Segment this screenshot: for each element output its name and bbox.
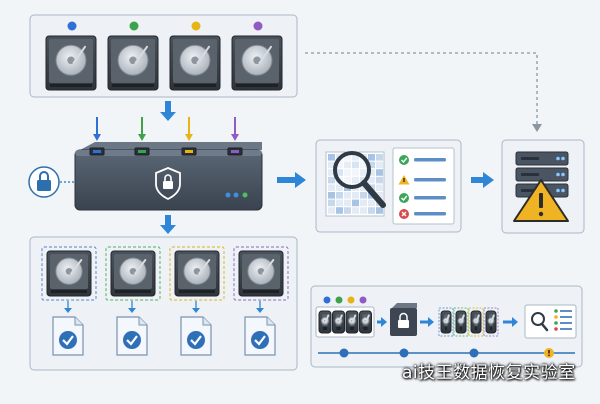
hard-drive-icon xyxy=(470,310,482,334)
mini-recovered-drives xyxy=(438,307,499,337)
hard-drive-icon xyxy=(455,310,467,334)
hard-drive-icon xyxy=(318,310,332,334)
warning-triangle-icon xyxy=(398,175,410,185)
arrow-controller-to-analysis xyxy=(277,172,306,188)
hard-drive-icon xyxy=(485,310,497,334)
drive-color-dot xyxy=(129,21,139,31)
hard-drive-icon xyxy=(169,35,221,91)
arrow-drives-to-controller xyxy=(160,101,176,121)
checklist-line xyxy=(414,158,446,162)
mini-controller xyxy=(390,303,417,336)
document-check-icon xyxy=(52,316,84,356)
hard-drive-icon xyxy=(231,35,283,91)
check-circle-icon xyxy=(399,193,409,203)
arrow-analysis-to-server xyxy=(471,172,494,188)
arrow-controller-to-recovered xyxy=(160,215,176,234)
flow-arrow xyxy=(503,317,518,327)
hard-drive-icon xyxy=(46,250,92,297)
drive-color-dot xyxy=(253,21,263,31)
flow-arrow xyxy=(420,317,434,327)
drive-color-dot xyxy=(191,21,201,31)
status-leds xyxy=(225,192,248,198)
timeline-node xyxy=(339,348,349,358)
port-indicator xyxy=(93,150,101,153)
port-indicator xyxy=(185,150,193,153)
hard-drive-icon xyxy=(440,310,452,334)
drive-color-dot xyxy=(335,296,343,304)
timeline xyxy=(318,348,575,358)
checklist-line xyxy=(414,196,446,200)
document-check-icon xyxy=(116,316,148,356)
hard-drive-icon xyxy=(345,310,359,334)
magnifier-icon xyxy=(333,151,386,208)
document-check-icon xyxy=(244,316,276,356)
error-circle-icon xyxy=(399,209,409,219)
watermark-text: ai技王数据恢复实验室 xyxy=(402,363,576,383)
drive-color-dot xyxy=(359,296,367,304)
timeline-node xyxy=(469,348,479,358)
recovered-panel xyxy=(29,236,298,371)
raid-controller xyxy=(74,142,263,211)
document-check-icon xyxy=(180,316,212,356)
drive-color-dot xyxy=(67,21,77,31)
flow-arrow xyxy=(377,317,387,327)
hard-drive-icon xyxy=(359,310,372,334)
hard-drive-icon xyxy=(110,250,156,297)
port-arrow xyxy=(231,117,239,141)
hard-drive-icon xyxy=(107,35,159,91)
lock-icon xyxy=(398,320,409,328)
drives-panel xyxy=(29,14,298,98)
dashed-connector xyxy=(305,52,542,132)
hard-drive-icon xyxy=(174,250,220,297)
mini-report xyxy=(524,304,577,339)
checklist-line xyxy=(414,178,446,182)
mini-drive-array xyxy=(315,306,375,338)
drive-color-dot xyxy=(347,296,355,304)
check-circle-icon xyxy=(399,155,409,165)
hard-drive-icon xyxy=(238,250,284,297)
warning-triangle-icon xyxy=(513,179,569,222)
selection-frame xyxy=(169,246,225,301)
drive-color-dot xyxy=(323,296,331,304)
timeline-node xyxy=(399,348,409,358)
port-arrow xyxy=(138,117,146,141)
port-arrow xyxy=(185,117,193,141)
checklist-card xyxy=(392,147,455,225)
selection-frame xyxy=(233,246,289,301)
lock-badge xyxy=(28,166,74,198)
hard-drive-icon xyxy=(45,35,97,91)
selection-frame xyxy=(41,246,97,301)
shield-lock-icon xyxy=(155,167,181,201)
magnifier-icon xyxy=(531,312,545,326)
port-indicator xyxy=(138,150,146,153)
hard-drive-icon xyxy=(332,310,345,334)
port-indicator xyxy=(231,150,239,153)
port-arrow xyxy=(93,117,101,141)
selection-frame xyxy=(105,246,161,301)
checklist-line xyxy=(414,212,446,216)
